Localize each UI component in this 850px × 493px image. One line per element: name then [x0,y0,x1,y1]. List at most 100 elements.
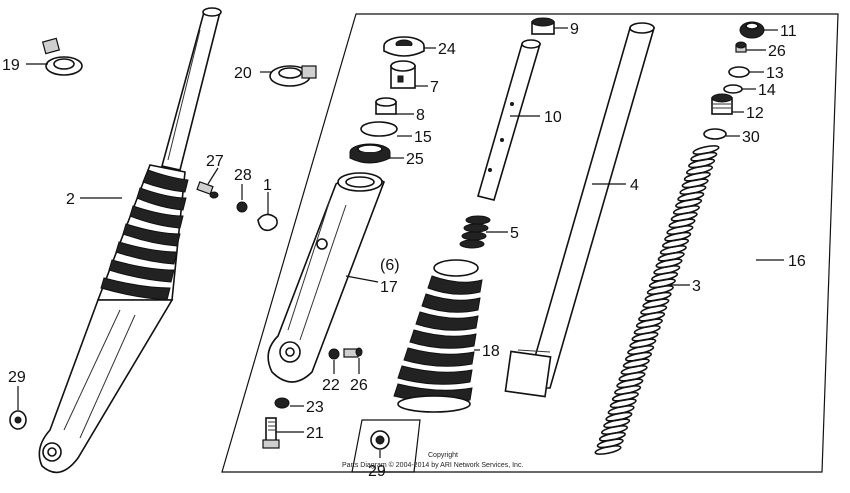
spring-coil [659,245,687,255]
callout-25: 25 [406,151,424,168]
spring-coil [668,218,696,229]
washer-29-inset [370,430,390,450]
callout-6: (6) [380,257,400,274]
spring-coil [648,278,676,289]
main-spring-3 [594,145,720,455]
copyright-line-1: Copyright [428,452,458,459]
callout-12: 12 [746,105,764,122]
spring-coil [627,345,655,355]
spring-coil [692,145,720,155]
washer-23 [274,397,290,409]
assembly-boundary [221,13,839,473]
bellows-boot-left [96,164,189,301]
fork-assembly-2 [38,7,222,474]
clamp-19 [41,37,83,76]
spring-coil [620,365,648,375]
spring-coil [642,298,670,309]
spring-coil [633,325,661,335]
washer-13 [728,66,750,78]
spring-coil [679,185,707,195]
spring-coil [690,151,718,162]
clip-1 [257,213,278,232]
callout-11: 11 [780,23,797,40]
cap-24 [383,36,425,57]
spring-coil [685,165,714,175]
spring-coil [624,351,653,362]
spring-coil [638,311,666,322]
spring-coil [607,405,635,415]
spring-coil [655,258,683,269]
spring-coil [616,378,644,389]
spring-coil [640,305,668,315]
callout-14: 14 [758,82,776,99]
spring-coil [677,191,705,202]
cap-9 [531,17,555,35]
callout-21: 21 [306,425,324,442]
spring-coil [657,251,685,262]
spring-coil [681,178,709,189]
spring-coil [600,425,629,435]
callout-5: 5 [510,225,519,242]
oil-seal-25 [349,143,391,164]
callout-23: 23 [306,399,324,416]
bellows-boot-18 [393,259,483,413]
ring-8 [375,97,397,115]
washer-29-left [9,410,27,430]
spring-coil [603,418,631,429]
callout-17: 17 [380,279,398,296]
callout-4: 4 [630,177,639,194]
callout-29-left: 29 [8,369,26,386]
circlip-15 [360,121,398,137]
spring-coil [594,445,622,455]
spring-coil [683,171,711,182]
spring-coil [670,211,698,222]
callout-10: 10 [544,109,562,126]
bolt-21 [262,417,280,449]
callout-8: 8 [416,107,425,124]
spring-coil [672,205,700,215]
spring-coil [688,158,716,169]
callout-27: 27 [206,153,224,170]
spring-coil [653,265,681,275]
o-ring-14 [723,84,743,94]
callout-24: 24 [438,41,456,58]
spring-coil [631,331,659,342]
rebound-spring-5 [459,215,491,249]
collar-7 [390,60,416,89]
spring-coil [609,398,637,409]
callout-28: 28 [234,167,252,184]
damper-rod-10 [477,39,542,201]
callout-16: 16 [788,253,806,270]
fork-tube-4 [504,22,656,398]
callout-3: 3 [692,278,701,295]
part-29-inset-box [351,419,421,473]
callout-20: 20 [234,65,252,82]
callout-2: 2 [66,191,75,208]
callout-26-right: 26 [768,43,786,60]
spring-coil [644,291,672,302]
copyright-line-2: Parts Diagram © 2004-2014 by ARI Network… [342,461,523,469]
callout-30: 30 [742,129,760,146]
callout-19: 19 [2,57,20,74]
spring-coil [618,371,646,382]
screw-27 [196,181,219,199]
spring-coil [622,358,650,369]
slider-17 [267,172,385,383]
drain-bolt-22 [328,347,363,360]
washer-28 [236,201,248,213]
callout-15: 15 [414,129,432,146]
bolt-12 [711,93,733,115]
spring-coil [664,231,692,242]
leader-lines [17,27,784,458]
spring-coil [635,318,663,329]
spring-coil [611,391,639,402]
ring-30 [703,128,727,140]
callout-29-inset: 29 [368,463,386,480]
spring-coil [614,385,642,395]
callout-7: 7 [430,79,439,96]
spring-coil [646,285,674,295]
callout-labels: 19 20 2 27 28 1 29 24 7 8 15 25 (6) 17 2… [2,21,806,480]
callout-13: 13 [766,65,784,82]
spring-coil [598,431,626,442]
